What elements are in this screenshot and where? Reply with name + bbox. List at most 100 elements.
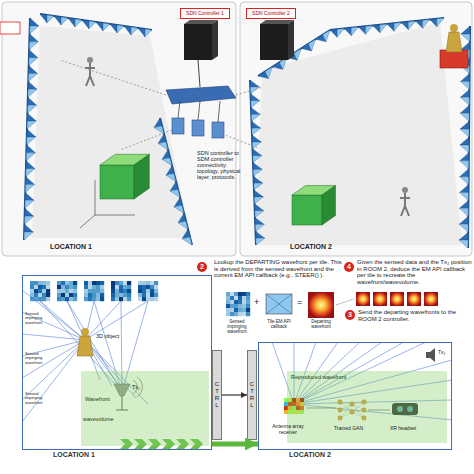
wavefront-pixel <box>150 293 154 297</box>
wavefront-pixel <box>146 285 150 289</box>
statue-body <box>77 336 93 356</box>
wavefront-pixel <box>142 293 146 297</box>
meta-tile <box>394 23 401 32</box>
wavefront-pixel <box>100 285 104 289</box>
wavefront-pixel <box>226 296 230 300</box>
meta-tile <box>29 50 38 58</box>
wavefront-pixel <box>242 308 246 312</box>
flow-arrow <box>222 394 247 395</box>
wavefront-pixel <box>226 312 230 316</box>
wavefront-pixel <box>57 297 61 301</box>
wavefront-pixel <box>46 297 50 301</box>
wavefront-pixel <box>69 289 73 293</box>
wavefront-pixel <box>238 308 242 312</box>
wavefront-pixel <box>150 285 154 289</box>
wavefront-pixel <box>61 293 65 297</box>
cube-face <box>292 195 322 225</box>
meta-tile <box>252 135 261 142</box>
sdm-device <box>192 120 204 136</box>
meta-tile <box>423 20 430 29</box>
wavefront-pixel <box>242 296 246 300</box>
meta-tile <box>359 26 366 34</box>
wavefront-pixel <box>34 297 38 301</box>
meta-tile <box>158 142 168 150</box>
wavefront-pixel <box>65 293 69 297</box>
wavefront-pixel <box>100 281 104 285</box>
meta-tile <box>178 221 188 229</box>
tile-icon-lines <box>266 294 292 314</box>
annotation-text: Sensed impinging wavefront <box>25 352 55 365</box>
wavefront-pixel <box>88 293 92 297</box>
wavefront-pixel <box>65 281 69 285</box>
wavefront-pixel <box>96 293 100 297</box>
meta-tile <box>30 18 39 26</box>
wavefront-pixel <box>57 293 61 297</box>
wavefront-pixel <box>61 281 65 285</box>
wavevolume-area: Wavefrontwavevolume <box>81 371 209 446</box>
wavefront-pixel <box>88 297 92 301</box>
wavefront-pixel <box>230 304 234 308</box>
annotation-text: LOCATION 2 <box>290 243 332 251</box>
wavefront-pixel <box>100 293 104 297</box>
wavefront-area: Reproduced wavefront <box>287 371 447 443</box>
annotation-text: Sensed impinging wavefront <box>220 320 254 335</box>
meta-tile <box>28 74 37 82</box>
wavefront-pixel <box>242 312 246 316</box>
wavefront-pixel <box>238 300 242 304</box>
wavefront-pixel <box>111 297 115 301</box>
annotation-text: Trained GAN <box>334 426 363 432</box>
meta-tile <box>461 82 470 90</box>
meta-tile <box>252 128 261 135</box>
meta-tile <box>166 174 176 182</box>
controller-tag <box>0 22 20 34</box>
wavefront-pixel <box>42 293 46 297</box>
wavefront-pixel <box>127 293 131 297</box>
wavefront-pixel <box>138 289 142 293</box>
callout-number: 3 <box>345 310 355 320</box>
wavefront-pixel <box>42 289 46 293</box>
meta-tile <box>460 153 469 161</box>
location-box: LOCATION 1Wavefrontwavevolume <box>22 275 212 450</box>
wavefront-pixel <box>46 293 50 297</box>
wavefront-pixel <box>234 300 238 304</box>
meta-tile <box>82 20 89 29</box>
node-text: SDN Controller 1 <box>181 9 229 19</box>
annotation-text: XR headset <box>390 426 416 432</box>
wavefront-pixel <box>46 281 50 285</box>
wavefront-pixel <box>42 281 46 285</box>
callout-number: 2 <box>197 262 207 272</box>
wavefront-pixel <box>238 292 242 296</box>
ray-line <box>22 340 85 378</box>
meta-tile <box>29 58 38 66</box>
dashed-link <box>60 60 172 150</box>
wavefront-pixel <box>238 304 242 308</box>
meta-tile <box>459 224 468 232</box>
annotation-text: Tx₂ <box>438 350 446 356</box>
wavefront-pixel <box>119 281 123 285</box>
meta-tile <box>61 17 68 25</box>
wavefront-pixel <box>30 285 34 289</box>
departing-wavefront-image <box>407 292 421 306</box>
meta-tile <box>28 97 37 105</box>
meta-tile <box>254 190 263 197</box>
meta-tile <box>162 158 172 166</box>
meta-tile <box>28 89 37 97</box>
meta-tile <box>47 15 54 23</box>
wavefront-pixel <box>111 285 115 289</box>
meta-tile <box>459 200 468 208</box>
statue-body <box>446 32 462 52</box>
wavefront-pixel <box>123 281 127 285</box>
server-front <box>260 24 288 60</box>
panel-frame <box>2 2 236 256</box>
wavefront-pixel <box>92 289 96 293</box>
wavefront-pixel <box>73 293 77 297</box>
wavefront-pixel <box>230 296 234 300</box>
wavefront-pixel <box>84 285 88 289</box>
wavefront-pixel <box>242 300 246 304</box>
meta-tile <box>460 97 469 105</box>
departing-wavefront-image <box>356 292 370 306</box>
wavefront-pixel <box>234 296 238 300</box>
sdm-device <box>212 122 224 138</box>
wavefront-pixel <box>46 289 50 293</box>
wavefront-pixel <box>138 285 142 289</box>
